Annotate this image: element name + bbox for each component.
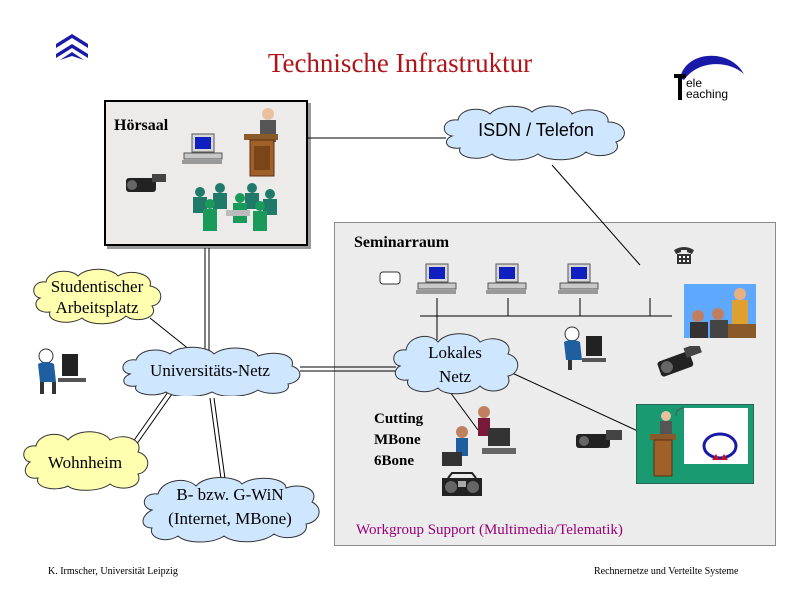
seminarraum-label: Seminarraum bbox=[354, 234, 450, 251]
lokales-netz-label-line1: Lokales bbox=[428, 343, 482, 362]
video-camera-icon bbox=[126, 174, 166, 192]
studentisch-label-line1: Studentischer bbox=[50, 277, 144, 296]
cutting-labels: Cutting MBone 6Bone bbox=[374, 409, 423, 472]
lecturer-podium-icon bbox=[244, 108, 278, 177]
user-at-pc-icon bbox=[564, 326, 606, 370]
workgroup-label: Workgroup Support (Multimedia/Telematik) bbox=[356, 522, 623, 538]
seminar-computer-2-icon bbox=[486, 263, 527, 294]
uninetz-label: Universitäts-Netz bbox=[150, 361, 270, 380]
page-title: Technische Infrastruktur bbox=[267, 48, 533, 78]
wohnheim-cloud bbox=[23, 431, 149, 491]
isdn-label: ISDN / Telefon bbox=[478, 120, 594, 140]
audience-icon bbox=[193, 183, 277, 231]
uninetz-cloud bbox=[122, 346, 301, 396]
telephone-icon bbox=[674, 247, 694, 264]
isdn-cloud bbox=[443, 105, 625, 161]
teleteaching-logo: ele eaching bbox=[668, 48, 748, 104]
cutting-workstation-icon bbox=[442, 406, 516, 466]
presentation-camera-icon bbox=[576, 430, 622, 448]
footer-right: Rechnernetze und Verteilte Systeme bbox=[594, 566, 739, 577]
presentation-image-icon bbox=[636, 404, 754, 484]
lokales-netz-cloud bbox=[393, 333, 519, 395]
line-isdn-phone bbox=[551, 164, 641, 266]
wohnheim-label: Wohnheim bbox=[47, 453, 123, 472]
line-uninetz-gwin-a bbox=[209, 397, 223, 487]
seminar-computer-3-icon bbox=[558, 263, 599, 294]
6bone-label: 6Bone bbox=[374, 453, 415, 469]
terminal-icon bbox=[379, 271, 401, 285]
footer-left: K. Irmscher, Universität Leipzig bbox=[48, 566, 178, 577]
lokales-netz-label-line2: Netz bbox=[438, 367, 472, 386]
studentisch-label-line2: Arbeitsplatz bbox=[55, 298, 139, 317]
seminar-camera-icon bbox=[657, 346, 702, 377]
seminar-group-icon bbox=[684, 284, 756, 338]
boombox-icon bbox=[442, 472, 482, 496]
line-uninetz-wohnheim-a bbox=[129, 391, 169, 447]
line-uninetz-wohnheim-b bbox=[133, 393, 173, 449]
line-uninetz-gwin-b bbox=[213, 397, 227, 487]
line-lokal-presentation bbox=[509, 371, 641, 433]
gwin-cloud bbox=[142, 477, 320, 543]
computer-icon bbox=[182, 133, 223, 164]
line-lokal-cutting bbox=[449, 391, 479, 431]
gwin-label-line2: (Internet, MBone) bbox=[168, 509, 292, 528]
studentisch-cloud bbox=[33, 268, 162, 325]
hoersaal-label: Hörsaal bbox=[114, 117, 169, 134]
mbone-label: MBone bbox=[374, 432, 421, 448]
student-at-pc-icon bbox=[38, 348, 86, 394]
seminar-computer-1-icon bbox=[416, 263, 457, 294]
cutting-label: Cutting bbox=[374, 411, 424, 427]
gwin-label-line1: B- bzw. G-WiN bbox=[176, 485, 284, 504]
swoosh-icon bbox=[674, 55, 744, 100]
university-logo-icon bbox=[56, 34, 88, 60]
